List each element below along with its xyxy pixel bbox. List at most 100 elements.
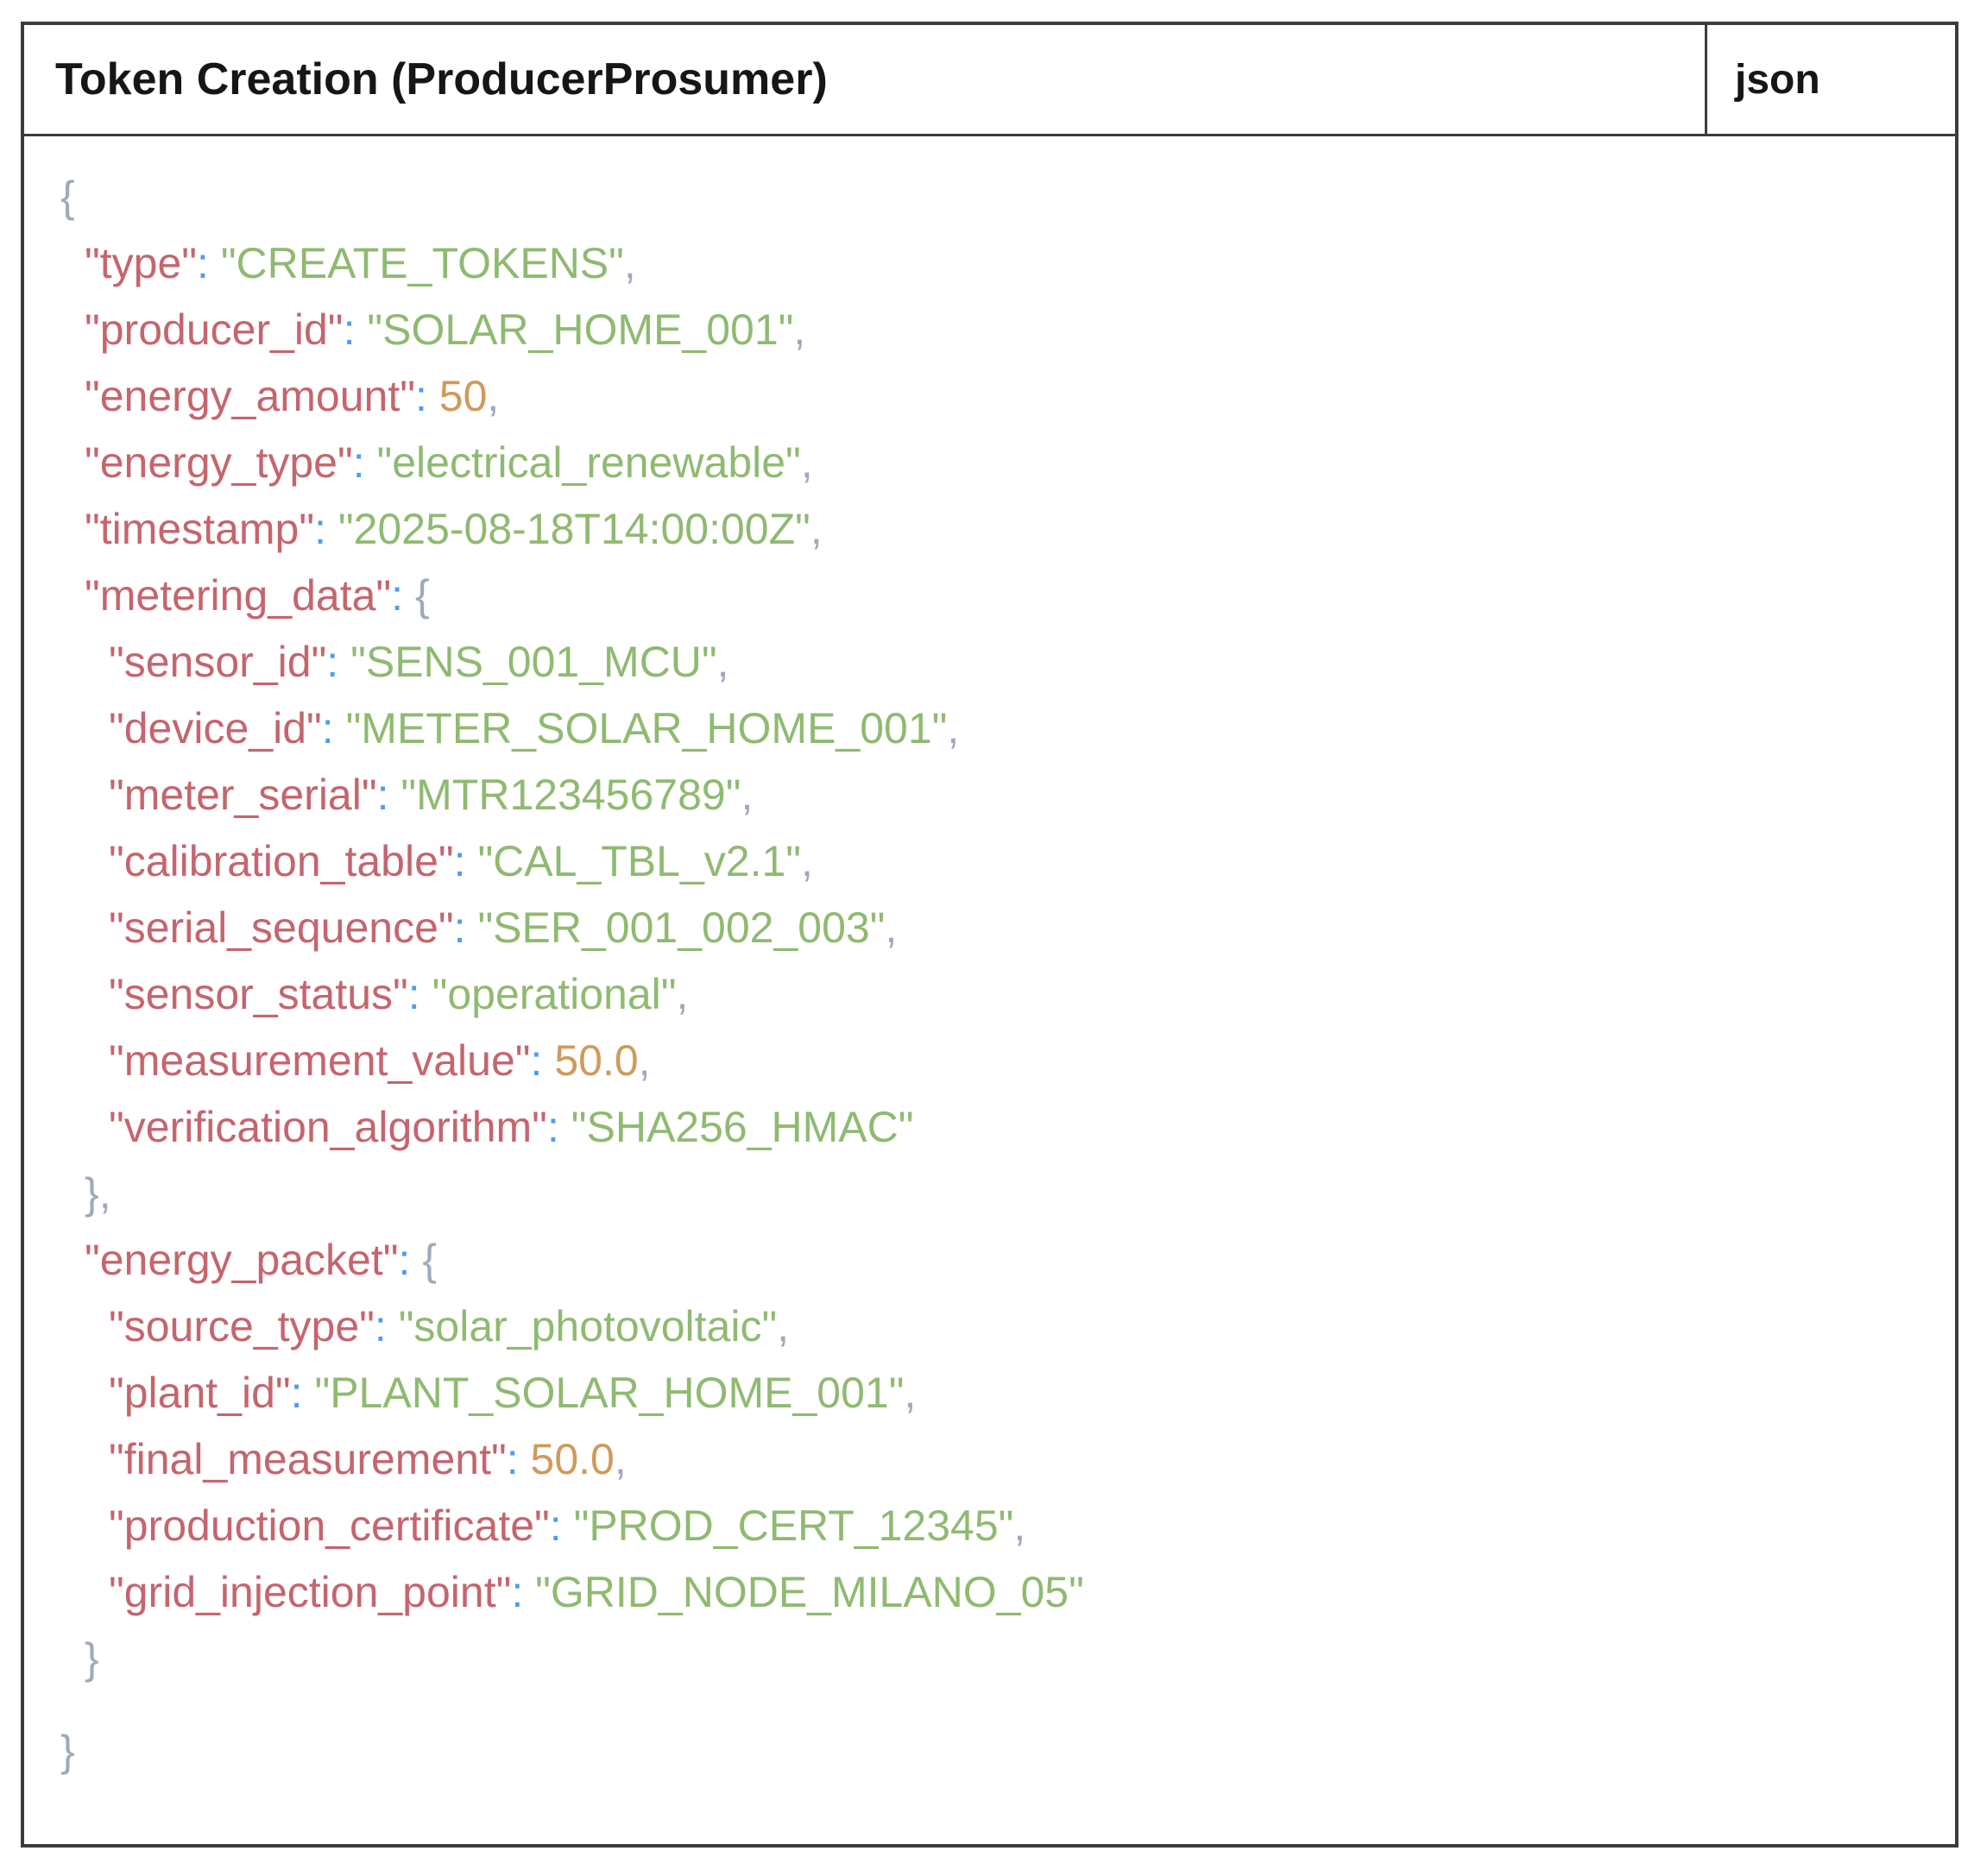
token-punct: , [638,1036,651,1085]
token-string: "electrical_renewable" [376,438,801,487]
token-number: 50.0 [554,1036,639,1085]
token-key: "verification_algorithm" [109,1103,547,1151]
token-colon: : [290,1369,315,1417]
token-punct: , [793,305,806,354]
code-line: { [24,164,1955,230]
token-key: "grid_injection_point" [109,1568,512,1616]
token-colon: : [314,505,338,553]
token-key: "production_certificate" [109,1501,550,1550]
token-colon: : [414,372,439,420]
token-punct: , [777,1302,790,1350]
token-punct: { [60,173,75,221]
code-panel: Token Creation (ProducerProsumer) json {… [21,22,1958,1848]
token-colon: : [530,1036,555,1085]
code-line: "energy_amount": 50, [24,363,1955,430]
token-string: "CAL_TBL_v2.1" [477,837,802,885]
code-line: "energy_packet": { [24,1227,1955,1294]
title-cell: Token Creation (ProducerProsumer) [24,25,1705,134]
code-line: "meter_serial": "MTR123456789", [24,762,1955,828]
panel-title: Token Creation (ProducerProsumer) [55,54,828,104]
code-line: "verification_algorithm": "SHA256_HMAC" [24,1094,1955,1161]
language-cell: json [1705,25,1955,134]
code-line: "source_type": "solar_photovoltaic", [24,1294,1955,1360]
token-key: "energy_packet" [85,1236,399,1284]
token-string: "solar_photovoltaic" [398,1302,778,1350]
token-string: "SER_001_002_003" [477,903,886,952]
code-line: "measurement_value": 50.0, [24,1028,1955,1094]
token-string: "operational" [432,970,677,1018]
token-punct: { [422,1236,438,1284]
token-punct: , [614,1435,627,1483]
token-punct: , [904,1369,917,1417]
code-line: "sensor_id": "SENS_001_MCU", [24,629,1955,696]
token-key: "sensor_id" [109,638,327,686]
token-colon: : [343,305,368,354]
code-line: "serial_sequence": "SER_001_002_003", [24,895,1955,961]
token-number: 50.0 [530,1435,615,1483]
code-line [24,1692,1955,1718]
token-punct: , [487,372,500,420]
token-string: "PLANT_SOLAR_HOME_001" [314,1369,905,1417]
token-colon: : [453,903,478,952]
token-punct: } [60,1727,75,1775]
token-punct: , [800,438,813,487]
token-punct: , [885,903,898,952]
token-colon: : [374,1302,399,1350]
token-key: "sensor_status" [109,970,408,1018]
token-colon: : [546,1103,571,1151]
token-string: "GRID_NODE_MILANO_05" [535,1568,1084,1616]
token-key: "meter_serial" [109,771,377,819]
token-key: "final_measurement" [109,1435,507,1483]
code-line: "producer_id": "SOLAR_HOME_001", [24,297,1955,363]
token-key: "device_id" [109,704,322,752]
code-line: "calibration_table": "CAL_TBL_v2.1", [24,828,1955,895]
token-number: 50 [438,372,488,420]
token-colon: : [398,1236,423,1284]
token-string: "SENS_001_MCU" [350,638,717,686]
token-string: "SOLAR_HOME_001" [367,305,794,354]
code-line: "grid_injection_point": "GRID_NODE_MILAN… [24,1559,1955,1626]
token-colon: : [376,771,401,819]
token-key: "serial_sequence" [109,903,454,952]
code-block: {"type": "CREATE_TOKENS","producer_id": … [24,136,1955,1819]
token-string: "2025-08-18T14:00:00Z" [337,505,810,553]
token-punct: { [414,571,430,620]
token-string: "MTR123456789" [400,771,741,819]
token-key: "type" [85,239,198,287]
token-colon: : [511,1568,536,1616]
token-key: "energy_type" [85,438,353,487]
token-string: "SHA256_HMAC" [571,1103,914,1151]
token-key: "plant_id" [109,1369,291,1417]
panel-header: Token Creation (ProducerProsumer) json [24,25,1955,136]
token-colon: : [453,837,478,885]
token-punct: , [810,505,823,553]
token-key: "energy_amount" [85,372,415,420]
code-line: "energy_type": "electrical_renewable", [24,430,1955,496]
token-key: "producer_id" [85,305,344,354]
token-punct: , [676,970,689,1018]
token-punct: , [947,704,960,752]
token-string: "METER_SOLAR_HOME_001" [345,704,948,752]
code-line: }, [24,1161,1955,1227]
token-punct: , [716,638,729,686]
token-colon: : [549,1501,574,1550]
token-key: "calibration_table" [109,837,454,885]
token-punct: , [801,837,813,885]
token-string: "PROD_CERT_12345" [573,1501,1014,1550]
token-punct: , [1013,1501,1026,1550]
token-colon: : [391,571,415,620]
token-colon: : [352,438,377,487]
token-colon: : [407,970,432,1018]
token-colon: : [506,1435,531,1483]
token-key: "timestamp" [85,505,315,553]
token-key: "measurement_value" [109,1036,531,1085]
token-string: "CREATE_TOKENS" [220,239,624,287]
token-punct: }, [85,1169,111,1218]
code-line: } [24,1626,1955,1692]
code-line: "type": "CREATE_TOKENS", [24,230,1955,297]
code-line: "sensor_status": "operational", [24,961,1955,1028]
code-line: "timestamp": "2025-08-18T14:00:00Z", [24,496,1955,563]
token-colon: : [197,239,221,287]
token-punct: } [85,1634,99,1683]
code-line: } [24,1718,1955,1785]
